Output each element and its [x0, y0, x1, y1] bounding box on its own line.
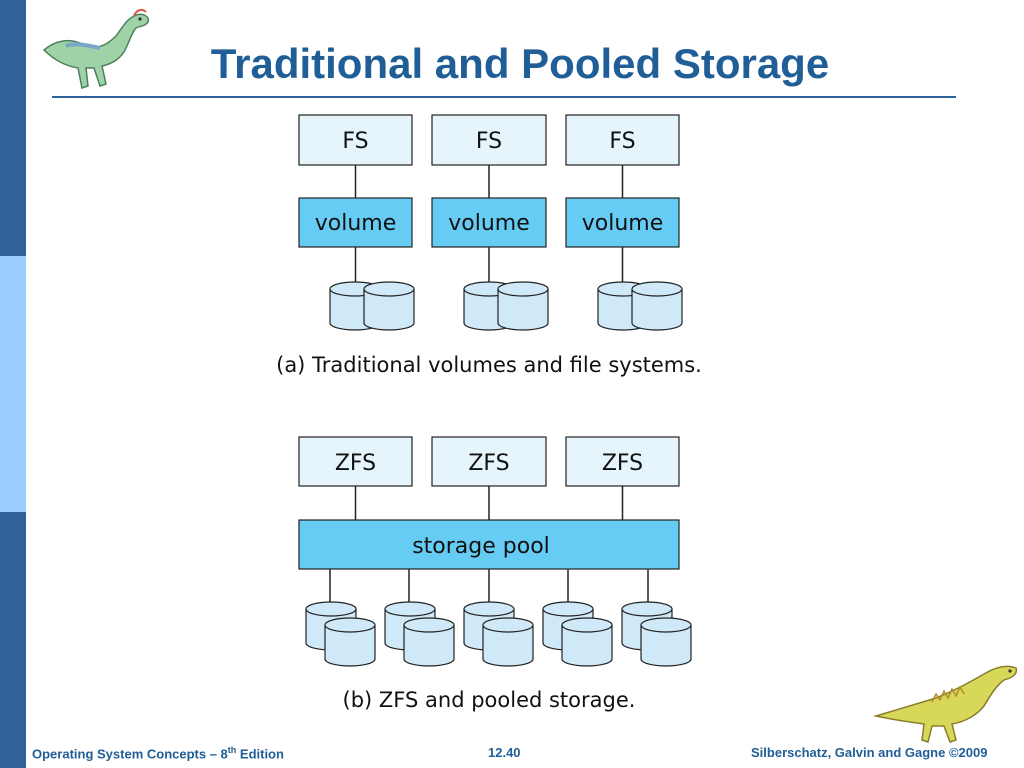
disk-icon	[561, 617, 613, 667]
fs-box	[431, 114, 547, 166]
pool-disks	[305, 601, 692, 667]
footer-page-number: 12.40	[488, 745, 521, 760]
fs-label: FS	[476, 129, 502, 154]
slide-title: Traditional and Pooled Storage	[210, 40, 830, 87]
storage-pool-label: storage pool	[412, 534, 550, 559]
disk-icon	[324, 617, 376, 667]
zfs-label: ZFS	[335, 451, 376, 476]
fs-label: FS	[342, 129, 368, 154]
volume-box	[298, 197, 413, 248]
disk-icon	[497, 281, 549, 331]
dinosaur-logo-icon	[42, 8, 150, 89]
sidebar-top-band	[0, 0, 26, 256]
zfs-box-1: ZFS	[298, 436, 413, 520]
pool-disk-connectors	[329, 569, 649, 602]
sidebar-middle-band	[0, 256, 26, 512]
footer-authors: Silberschatz, Galvin and Gagne ©2009	[751, 745, 988, 760]
fs-label: FS	[609, 129, 635, 154]
fs-volume-stack-3: FS volume	[565, 114, 683, 331]
zfs-box-3: ZFS	[565, 436, 680, 520]
fs-volume-stack-2: FS volume	[431, 114, 549, 331]
fs-volume-stack-1: FS volume	[298, 114, 415, 331]
fs-box	[565, 114, 680, 166]
volume-label: volume	[448, 211, 530, 236]
disk-icon	[403, 617, 455, 667]
zfs-box-2: ZFS	[431, 436, 547, 520]
caption-b: (b) ZFS and pooled storage.	[343, 688, 636, 712]
title-divider	[52, 96, 956, 98]
disk-icon	[631, 281, 683, 331]
disk-icon	[363, 281, 415, 331]
sidebar-bottom-band	[0, 512, 26, 768]
zfs-label: ZFS	[602, 451, 643, 476]
zfs-label: ZFS	[468, 451, 509, 476]
storage-pool-box	[298, 519, 680, 570]
volume-label: volume	[582, 211, 664, 236]
volume-box	[565, 197, 680, 248]
footer-book-title: Operating System Concepts – 8th Edition	[32, 745, 284, 762]
disk-icon	[640, 617, 692, 667]
volume-label: volume	[315, 211, 397, 236]
caption-a: (a) Traditional volumes and file systems…	[276, 353, 702, 377]
disk-icon	[482, 617, 534, 667]
dinosaur-footer-icon	[873, 665, 1018, 743]
